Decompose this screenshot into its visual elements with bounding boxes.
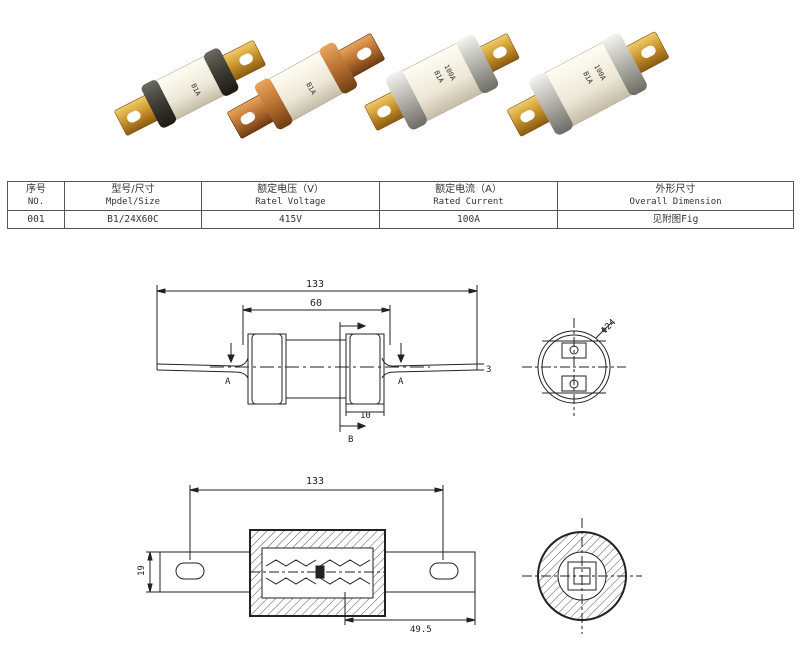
header-model-cn: 型号/尺寸	[111, 184, 155, 195]
dim-top-body: 60	[310, 298, 322, 309]
section-view-bottom	[146, 485, 476, 625]
header-voltage-cn: 额定电压（V）	[257, 184, 324, 195]
dim-top-thickness: 3	[486, 365, 491, 375]
header-dimension: 外形尺寸 Overall Dimension	[557, 181, 794, 211]
header-voltage-en: Ratel Voltage	[255, 197, 326, 207]
section-a-left: A	[225, 377, 231, 387]
header-current: 额定电流（A） Rated Current	[379, 181, 558, 211]
header-current-en: Rated Current	[433, 197, 504, 207]
cell-current: 100A	[379, 210, 558, 229]
dim-bottom-overall: 133	[306, 476, 324, 487]
end-view-top	[522, 318, 626, 416]
product-photos: B1A B1A 100A B1A 100A B1A	[114, 31, 669, 139]
spec-table: 序号 NO. 型号/尺寸 Mpdel/Size 额定电压（V） Ratel Vo…	[7, 181, 794, 229]
technical-drawings: 133 60 10 3 A A B Φ24	[137, 279, 642, 635]
table-row: 001 B1/24X60C 415V 100A 见附图Fig	[7, 210, 794, 229]
dim-diameter: Φ24	[600, 318, 619, 337]
cell-dimension: 见附图Fig	[557, 210, 794, 229]
fuse-photo-2	[227, 33, 385, 139]
header-model-en: Mpdel/Size	[105, 197, 161, 207]
header-dimension-en: Overall Dimension	[629, 197, 722, 207]
table-header-row: 序号 NO. 型号/尺寸 Mpdel/Size 额定电压（V） Ratel Vo…	[7, 181, 794, 211]
fuse-photo-4	[507, 31, 669, 137]
dim-top-overall: 133	[306, 279, 324, 290]
dim-bottom-half: 49.5	[410, 625, 432, 635]
header-voltage: 额定电压（V） Ratel Voltage	[201, 181, 380, 211]
end-section-view-bottom	[522, 518, 642, 634]
header-no-en: NO.	[27, 197, 45, 207]
side-view-top	[156, 285, 484, 432]
dim-bottom-height: 19	[137, 565, 147, 576]
dim-top-cap: 10	[360, 411, 371, 421]
cell-model: B1/24X60C	[64, 210, 202, 229]
section-a-right: A	[398, 377, 404, 387]
cell-no: 001	[7, 210, 65, 229]
header-dimension-cn: 外形尺寸	[655, 184, 696, 195]
header-no: 序号 NO.	[7, 181, 65, 211]
fuse-photo-3	[364, 33, 520, 131]
cell-voltage: 415V	[201, 210, 380, 229]
header-model: 型号/尺寸 Mpdel/Size	[64, 181, 202, 211]
fuse-photo-1	[114, 40, 266, 136]
section-b: B	[348, 435, 353, 445]
header-current-cn: 额定电流（A）	[435, 184, 502, 195]
header-no-cn: 序号	[26, 184, 46, 195]
